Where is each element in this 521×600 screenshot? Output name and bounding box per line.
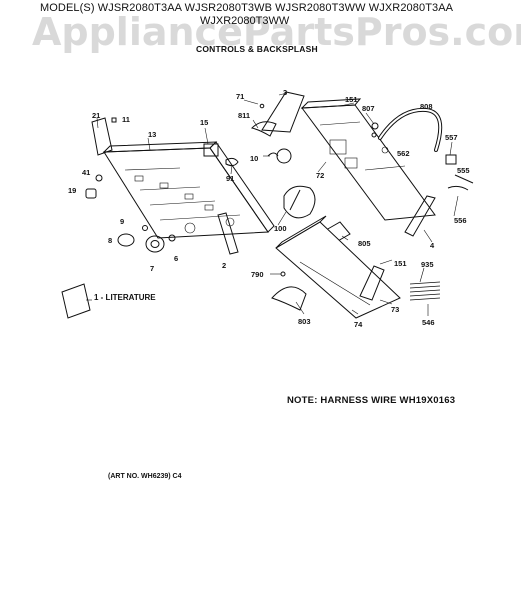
label-790: 790 bbox=[251, 270, 264, 279]
hose-part bbox=[378, 107, 443, 152]
label-151-lower: 151 bbox=[394, 259, 407, 268]
timer-knob-part bbox=[117, 233, 135, 247]
label-10: 10 bbox=[250, 154, 258, 163]
connector-part bbox=[445, 154, 457, 165]
label-13: 13 bbox=[148, 130, 156, 139]
upper-bracket-part bbox=[261, 91, 305, 133]
harness-note: NOTE: HARNESS WIRE WH19X0163 bbox=[287, 395, 456, 406]
label-100: 100 bbox=[274, 224, 287, 233]
label-557: 557 bbox=[445, 133, 458, 142]
endcap-part bbox=[217, 212, 239, 255]
control-panel-part bbox=[102, 141, 275, 239]
label-71: 71 bbox=[236, 92, 244, 101]
label-91: 91 bbox=[226, 174, 234, 183]
label-41: 41 bbox=[82, 168, 90, 177]
label-73: 73 bbox=[391, 305, 399, 314]
label-72: 72 bbox=[316, 171, 324, 180]
label-9: 9 bbox=[120, 217, 124, 226]
label-811: 811 bbox=[238, 111, 250, 120]
literature-booklet bbox=[61, 283, 91, 319]
model-list: MODEL(S) WJSR2080T3AA WJSR2080T3WB WJSR2… bbox=[40, 2, 454, 14]
gear-part bbox=[276, 148, 292, 164]
bracket-803-part bbox=[271, 286, 307, 311]
timer-part bbox=[283, 185, 316, 219]
knob-part bbox=[85, 188, 97, 199]
label-2: 2 bbox=[222, 261, 226, 270]
label-7: 7 bbox=[150, 264, 154, 273]
lower-housing-part bbox=[275, 215, 401, 319]
label-556: 556 bbox=[454, 216, 467, 225]
switch-part bbox=[203, 143, 219, 157]
watermark: AppliancePartsPros.com bbox=[32, 10, 521, 54]
label-4: 4 bbox=[430, 241, 435, 250]
literature-label: 1 - LITERATURE bbox=[94, 293, 156, 302]
label-562: 562 bbox=[397, 149, 410, 158]
label-21: 21 bbox=[92, 111, 100, 120]
label-6: 6 bbox=[174, 254, 178, 263]
label-11: 11 bbox=[122, 115, 130, 124]
label-3: 3 bbox=[283, 88, 287, 97]
label-555: 555 bbox=[457, 166, 470, 175]
label-805: 805 bbox=[358, 239, 371, 248]
backsplash-part bbox=[300, 98, 436, 221]
side-bracket-part bbox=[404, 195, 436, 237]
label-15: 15 bbox=[200, 118, 208, 127]
label-807: 807 bbox=[362, 104, 375, 113]
model-list-continued: WJXR2080T3WW bbox=[200, 15, 290, 27]
label-935: 935 bbox=[421, 260, 434, 269]
section-title: CONTROLS & BACKSPLASH bbox=[196, 44, 318, 54]
label-19: 19 bbox=[68, 186, 76, 195]
left-bracket-part bbox=[91, 117, 113, 156]
label-151-top: 151 bbox=[345, 95, 358, 104]
harness-part bbox=[409, 281, 441, 301]
art-number: (ART NO. WH6239) C4 bbox=[108, 473, 182, 480]
label-803: 803 bbox=[298, 317, 311, 326]
label-74: 74 bbox=[354, 320, 363, 329]
label-808: 808 bbox=[420, 102, 433, 111]
label-8: 8 bbox=[108, 236, 112, 245]
label-546: 546 bbox=[422, 318, 435, 327]
